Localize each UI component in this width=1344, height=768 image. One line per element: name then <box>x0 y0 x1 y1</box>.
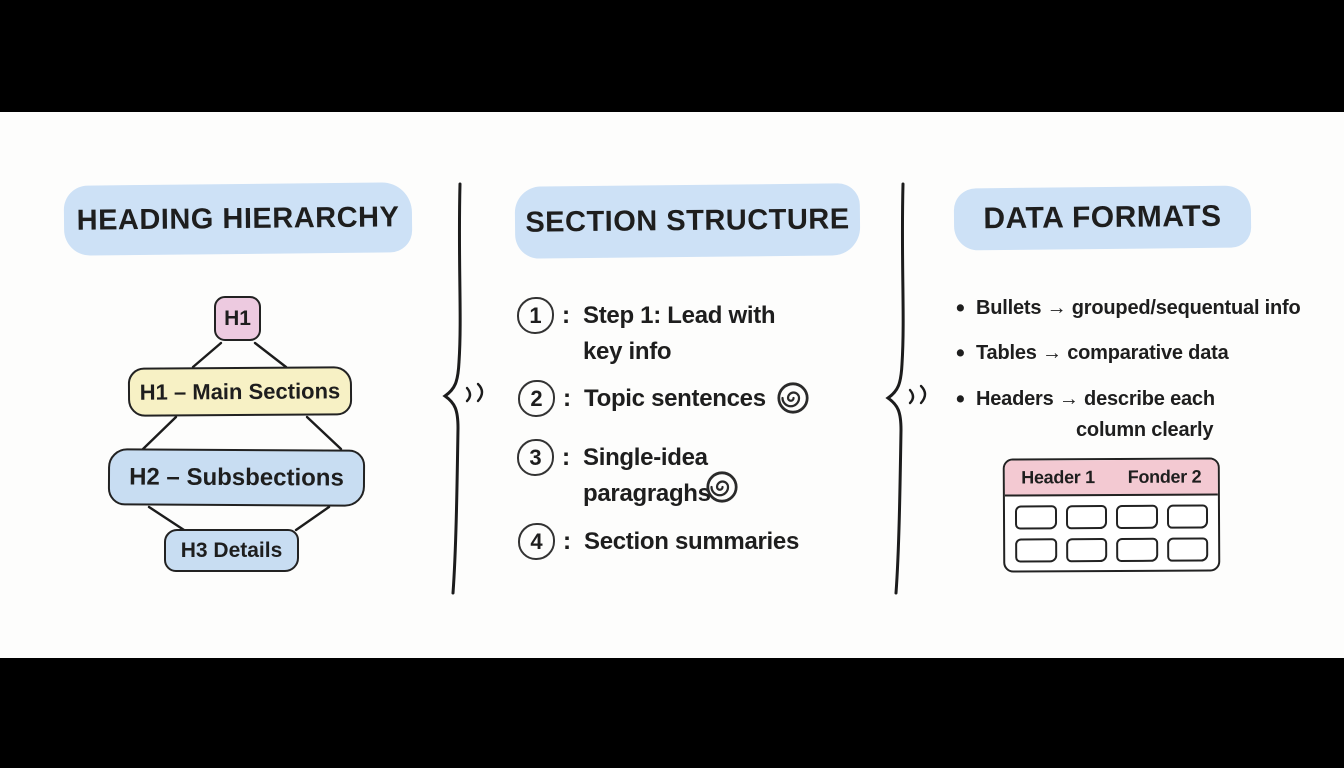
connector-and-divider-lines <box>141 182 927 595</box>
table-header-row: Header 1 Fonder 2 <box>1004 459 1218 497</box>
number-colon: : <box>562 384 572 412</box>
table-cell <box>1015 538 1057 563</box>
number-colon: : <box>561 443 571 471</box>
circled-number-4: 4 <box>518 523 555 560</box>
section-structure-title: SECTION STRUCTURE <box>514 183 861 259</box>
item-text: Step 1: Lead with key info <box>583 302 776 365</box>
bullet-dot: • <box>956 294 965 322</box>
table-cell <box>1116 537 1158 562</box>
hierarchy-node-main-sections: H1 – Main Sections <box>127 366 353 417</box>
bottom-letterbox-bar <box>0 658 1344 768</box>
bullet-dot: • <box>956 385 965 413</box>
data-formats-bullet-2: • Tables → comparative data <box>950 338 1229 369</box>
number-colon: : <box>562 527 572 555</box>
table-cell <box>1065 538 1108 563</box>
table-header-1: Header 1 <box>1021 466 1095 487</box>
circled-number-3: 3 <box>517 439 554 476</box>
section-structure-item-1: 1 : Step 1: Lead with key info <box>517 297 776 370</box>
section-structure-item-3: 3 : Single-idea paragraghs <box>517 439 711 512</box>
item-text: Topic sentences <box>584 385 766 412</box>
data-formats-bullet-1: • Bullets → grouped/sequentual info <box>950 293 1301 324</box>
circled-number-2: 2 <box>518 380 555 417</box>
circled-number-1: 1 <box>517 297 554 334</box>
brace-divider-left <box>442 182 484 595</box>
data-formats-bullet-3: • Headers → describe each column clearly <box>950 384 1215 446</box>
hierarchy-node-h1-chip: H1 <box>214 296 261 341</box>
heading-hierarchy-title: HEADING HIERARCHY <box>63 182 413 256</box>
spiral-icon <box>706 471 738 503</box>
item-text: Section summaries <box>584 528 799 555</box>
data-formats-title: DATA FORMATS <box>953 185 1252 251</box>
table-header-2: Fonder 2 <box>1127 466 1202 487</box>
hierarchy-connectors <box>141 341 343 532</box>
item-text: Single-idea paragraghs <box>583 444 711 507</box>
hierarchy-node-h3-details: H3 Details <box>164 529 299 572</box>
section-structure-item-2: 2 : Topic sentences <box>518 380 766 417</box>
spiral-icon <box>777 382 809 414</box>
hierarchy-node-subsections: H2 – Subsbections <box>107 448 366 507</box>
brace-divider-right <box>885 182 927 595</box>
table-cell <box>1166 537 1209 562</box>
bullet-dot: • <box>956 339 965 367</box>
top-letterbox-bar <box>0 0 1344 112</box>
table-cell <box>1115 504 1158 529</box>
table-cell <box>1014 505 1057 530</box>
example-table: Header 1 Fonder 2 <box>1002 457 1221 573</box>
whiteboard-canvas: HEADING HIERARCHY H1 H1 – Main Sections … <box>0 112 1344 658</box>
section-structure-item-4: 4 : Section summaries <box>518 523 799 560</box>
table-cell <box>1065 505 1108 530</box>
number-colon: : <box>561 301 571 329</box>
table-cell <box>1166 504 1209 529</box>
table-body <box>1005 495 1218 571</box>
